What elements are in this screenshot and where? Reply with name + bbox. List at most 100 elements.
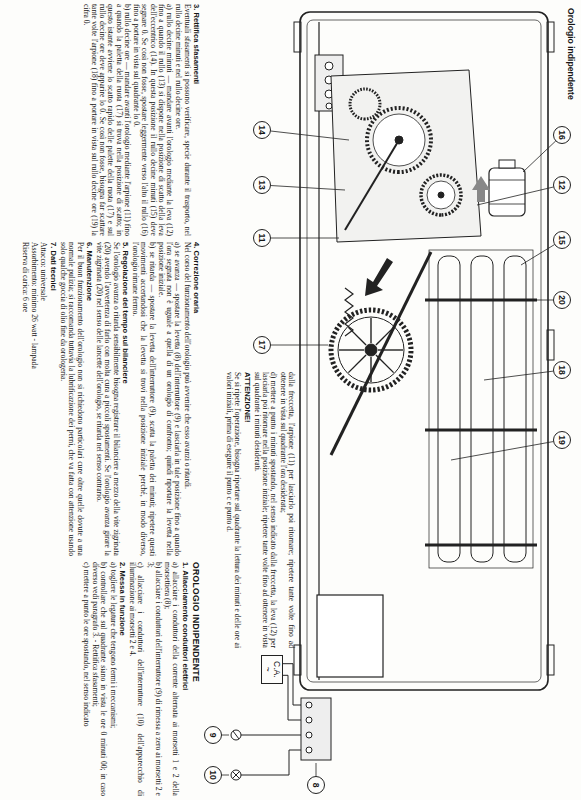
leader-line (477, 187, 554, 205)
callout-number: 20 (557, 295, 567, 304)
housing (300, 12, 548, 690)
leader-line (270, 131, 349, 140)
callout-number: 10 (208, 770, 218, 779)
paragraph: b) allacciare i conduttori dell'interrut… (145, 562, 162, 796)
housing (294, 645, 301, 675)
terminal-strip (325, 62, 333, 70)
external-wiring (241, 750, 301, 775)
terminal-block (301, 698, 331, 760)
leader-line (523, 141, 556, 172)
lever (331, 252, 431, 455)
wheel-spoke (348, 327, 366, 345)
external-wiring (231, 730, 301, 780)
leader-line (271, 238, 340, 239)
callout-circle (554, 362, 571, 379)
paragraph: Riserva di carica: 6 ore (21, 242, 29, 556)
callout-circle (205, 727, 222, 744)
leader-line (271, 345, 329, 346)
wheel-spoke (378, 349, 403, 350)
callout-circle (308, 777, 325, 794)
text-column: dalla freccetta, l'arpione (11) per lasc… (224, 372, 295, 648)
callout-circle (205, 767, 222, 784)
number-rollers (425, 544, 537, 547)
leader-line (222, 735, 230, 736)
section-heading: 5. Regolazione del tempo sul bilanciere (121, 242, 129, 556)
supply-wire (283, 675, 301, 720)
wheel-spoke (370, 357, 371, 382)
motor (489, 204, 525, 205)
external-wiring (233, 772, 240, 779)
motor (499, 160, 515, 168)
callout-holder: 10 (204, 766, 222, 784)
number-rollers (425, 250, 537, 568)
external-wiring (241, 735, 301, 736)
callout-number: 11 (257, 234, 267, 243)
paragraph: b) se ritarda — spostare la levetta dell… (131, 242, 156, 556)
callout-circle (554, 292, 571, 309)
callout-holder: 13 (253, 176, 271, 194)
gear-train (331, 70, 481, 242)
external-wiring (233, 731, 239, 739)
section-heading: 2. Messa in funzione (118, 562, 126, 796)
callout-number: 14 (257, 125, 267, 134)
text-column: OROLOGIO INDIPENDENTE1. Allacciamento co… (80, 562, 202, 796)
paragraph: Assorbimento: minimo 26 watt - lampada (30, 242, 38, 556)
direction-arrow (472, 176, 490, 202)
wheel-spoke (370, 318, 371, 343)
terminal-block (306, 702, 312, 708)
direction-arrow (365, 258, 393, 296)
callout-number: 12 (557, 180, 567, 189)
wheel-17 (338, 317, 404, 383)
leader-line (485, 300, 554, 301)
leader-line (451, 442, 554, 460)
callout-holder: 18 (553, 361, 571, 379)
callout-circle (254, 337, 271, 354)
page-title: Orologio indipendente (566, 8, 576, 100)
leader-line (316, 763, 317, 777)
paragraph: Attacco: universale (39, 242, 47, 556)
paragraph: dalla freccetta, l'arpione (11) per lasc… (278, 372, 295, 648)
callout-number: 16 (557, 130, 567, 139)
paragraph: Eventuali sfasamenti si possono verifica… (174, 4, 191, 236)
paragraph: Se si ripete l'operazione, bisogna ripor… (225, 372, 242, 648)
supply-wire (283, 664, 301, 705)
external-wiring (231, 770, 241, 780)
callout-holder: 16 (553, 126, 571, 144)
wheel-spoke (339, 349, 364, 350)
external-wiring (233, 772, 240, 779)
supply-label: C.A. (272, 661, 281, 678)
box-19 (317, 595, 383, 677)
section-heading: OROLOGIO INDIPENDENTE (191, 562, 200, 796)
housing (318, 22, 319, 680)
gear-train (438, 192, 444, 198)
callout-number: 18 (557, 365, 567, 374)
callout-circle (554, 232, 571, 249)
paragraph: a) allacciare i conduttori della corrent… (163, 562, 180, 796)
callout-circle (254, 230, 271, 247)
section-heading: 7. Dati tecnici (48, 242, 56, 556)
wheel-17 (365, 344, 377, 356)
housing (294, 12, 554, 690)
number-rollers (425, 429, 537, 432)
housing (294, 22, 301, 52)
gear-train (350, 89, 380, 119)
lever (331, 252, 431, 455)
leader-line (521, 244, 555, 265)
section-heading: 4. Correzione oraria (192, 242, 200, 556)
supply-box: C.A.~ (261, 655, 283, 684)
motor (489, 180, 525, 181)
callout-holder: 12 (553, 176, 571, 194)
callout-holder: 8 (307, 776, 325, 794)
text-column: 4. Correzione orariaNel corso del funzio… (20, 242, 202, 556)
leader-line (222, 775, 230, 776)
housing (547, 330, 554, 360)
callout-number: 19 (557, 435, 567, 444)
section-heading: 1. Allacciamento conduttori elettrici (180, 562, 188, 796)
terminal-strip (326, 103, 332, 109)
callout-holder: 15 (553, 231, 571, 249)
external-wiring (231, 730, 241, 740)
leader-line (270, 186, 345, 190)
callout-circle (554, 432, 571, 449)
paragraph: d) mettere a punto i minuti spostando, n… (253, 372, 278, 648)
callout-holder: 17 (253, 336, 271, 354)
